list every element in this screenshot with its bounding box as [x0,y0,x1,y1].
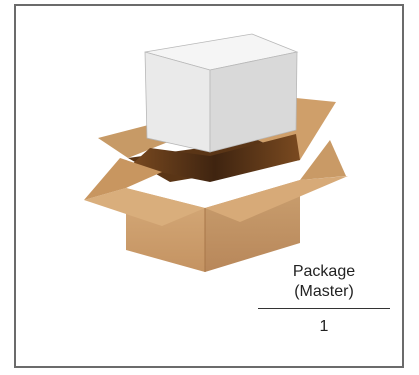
package-type: (Master) [258,282,390,302]
package-title: Package [258,262,390,282]
divider [258,308,390,309]
white-box-front [145,52,210,152]
package-label: Package (Master) 1 [258,262,390,337]
package-quantity: 1 [258,317,390,337]
